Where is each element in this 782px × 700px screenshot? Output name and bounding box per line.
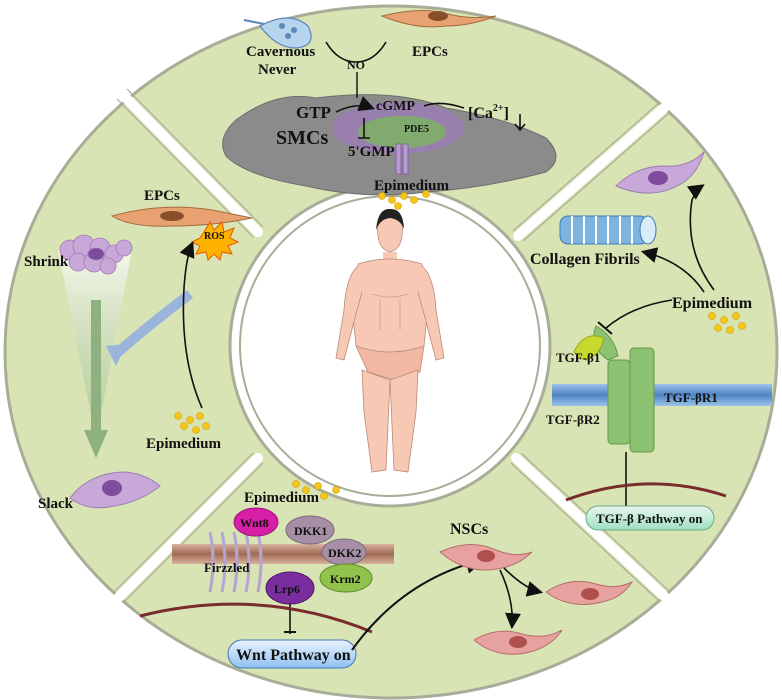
cgmp-calcium-line [423,102,465,109]
calcium-down-arrow [514,114,526,132]
five-gmp-label: 5'GMP [348,144,395,160]
nuclear-envelope-right [565,482,727,502]
top-quadrant: Cavernous Never EPCs NO GTP cGMP [Ca2+] … [222,9,557,210]
ros-label: ROS [204,231,225,242]
gtp-to-cgmp-arrow [335,96,375,113]
tgf-beta-r1-label: TGF-βR1 [664,390,718,405]
tgf-beta-receptors [593,325,655,453]
epc-cell-left [110,206,253,227]
wnt-pathway-pill [227,639,357,669]
epimedium-bottom-label: Epimedium [244,490,320,506]
wnt-pathway-label: Wnt Pathway on [236,647,351,664]
nsc-cell-2 [545,580,634,605]
nsc-branch-arrow-2 [499,569,521,630]
cgmp-label: cGMP [376,99,415,114]
cell-membrane-right [552,384,772,406]
human-body-illustration [335,208,445,473]
dkk1-label: DKK1 [294,524,327,538]
nsc-cell-1 [439,544,533,571]
epc-to-slack-arrowhead [106,344,126,366]
cavernous-nerve-terminal [243,17,312,49]
epimedium-to-ros-arrow [179,241,203,409]
lrp6-label: Lrp6 [274,582,300,596]
ros-burst: ROS [190,220,240,261]
collagen-fibril-bundle [559,215,657,245]
frizzled-receptor [208,531,263,593]
epimedium-dots-right [708,312,746,334]
epimedium-to-fibroblast-arrow [686,184,715,291]
fibroblast-cell-right [615,151,705,194]
cavernous-nerve-label-1: Cavernous [246,44,315,60]
slack-label: Slack [38,496,74,512]
left-quadrant: Shrink EPCs ROS Epimedium Slack [24,188,253,512]
dkk2-label: DKK2 [328,546,361,560]
epimedium-left-label: Epimedium [146,436,222,452]
epimedium-dots-bottom [292,480,340,500]
epc-cell-top [380,9,497,28]
epcs-left-label: EPCs [144,188,180,204]
smc-nucleolus [358,116,446,148]
tgf-beta-pathway-label: TGF-β Pathway on [596,511,703,526]
epimedium-to-collagen-arrow [640,247,705,293]
no-convergence-lines [325,41,387,63]
nsc-cell-3 [473,629,563,655]
firzzled-label: Firzzled [204,560,250,575]
epimedium-inhibit-line [605,299,673,329]
epimedium-top-label: Epimedium [374,178,450,194]
nuclear-envelope-bottom [139,602,373,634]
smcs-label: SMCs [276,127,328,149]
epimedium-dots-left [174,412,210,434]
tgf-beta-pathway-pill [585,505,715,531]
collagen-fibrils-label: Collagen Fibrils [530,251,640,268]
gtp-label: GTP [296,103,331,122]
tgf-beta-1-ligand [573,335,605,361]
bottom-quadrant: Epimedium Wnt8 DKK1 DKK2 Krm2 Firzzled L… [139,480,634,669]
calcium-superscript: 2+ [493,103,504,114]
nscs-label: NSCs [450,521,488,538]
epcs-top-label: EPCs [412,44,448,60]
epimedium-dots-top [378,190,430,210]
dkk1-node [285,515,335,545]
no-label: NO [347,58,365,72]
tgf-beta-1-label: TGF-β1 [556,350,600,365]
krm2-label: Krm2 [330,572,361,586]
pde5-channel [395,143,409,175]
krm2-node [319,563,373,593]
wnt8-node [233,507,279,537]
shrink-to-slack-arrowhead [84,430,108,458]
shrink-label: Shrink [24,254,69,270]
calcium-base: [Ca [468,105,493,122]
slack-cell [69,471,161,509]
tgf-beta-r2-label: TGF-βR2 [546,412,600,427]
calcium-label: [Ca2+] [468,103,509,122]
nsc-branch-arrow-1 [503,567,544,597]
calcium-bracket: ] [504,105,509,122]
shrink-cell-cluster [59,234,133,275]
pde5-inhibition [358,118,370,139]
wnt8-label: Wnt8 [240,516,269,530]
epimedium-inhibit-bar [597,321,613,335]
epimedium-right-label: Epimedium [672,295,753,312]
cavernous-nerve-label-2: Never [258,62,297,78]
pde5-label: PDE5 [404,124,429,135]
right-quadrant: Collagen Fibrils Epimedium TGF-β1 TGF-βR… [530,151,772,531]
